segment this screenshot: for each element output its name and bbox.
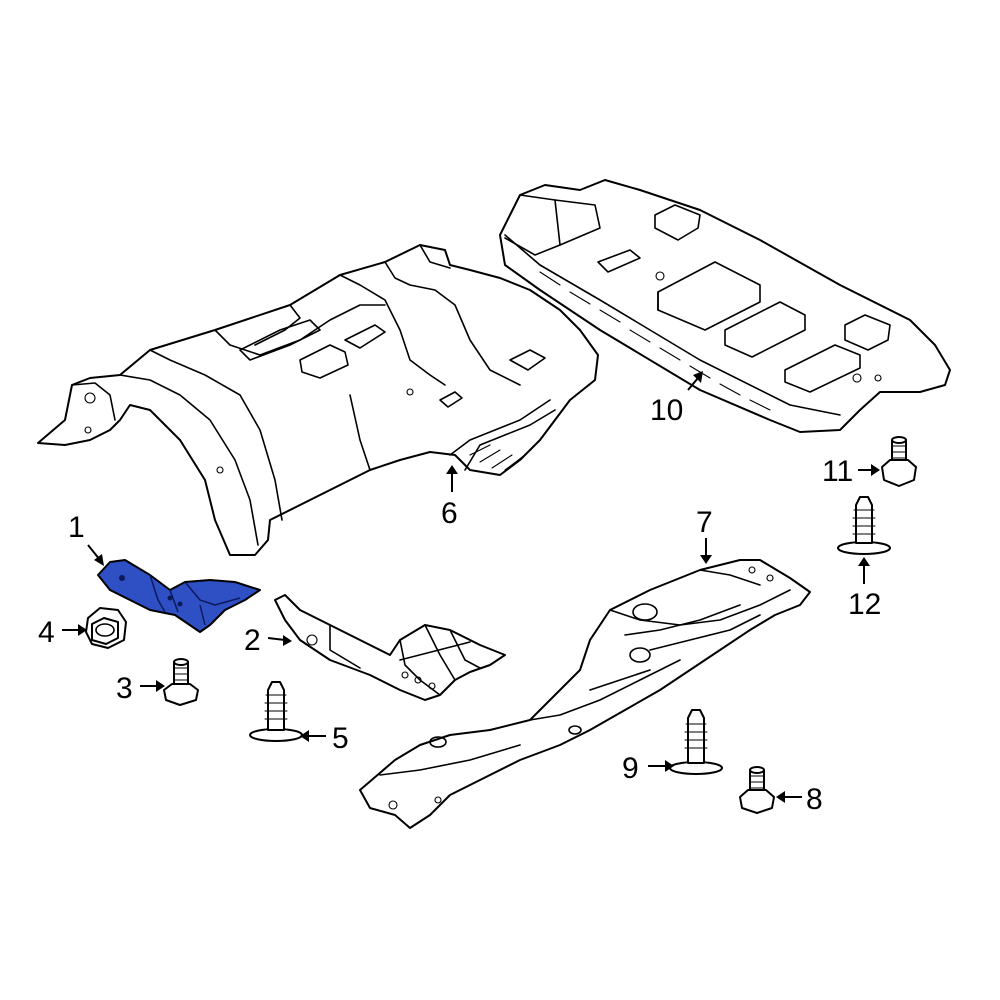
part-9-push-clip[interactable] [669,709,723,775]
callout-8: 8 [806,783,823,816]
callout-4: 4 [38,616,55,649]
part-2-shield-bracket[interactable] [274,594,506,701]
part-8-bolt[interactable] [739,766,775,814]
part-7-long-shield[interactable] [359,559,811,829]
part-10-skid-plate[interactable] [499,179,951,433]
callout-6: 6 [441,497,458,530]
part-6-heat-shield[interactable] [37,244,599,556]
part-3-bolt[interactable] [163,658,199,706]
callout-labels: 1 2 3 4 5 6 7 8 9 10 11 12 [38,394,881,816]
callout-12: 12 [848,588,881,621]
callout-9: 9 [622,752,639,785]
callout-10: 10 [650,394,683,427]
callout-11: 11 [822,455,853,488]
part-1-shield-highlighted[interactable] [97,559,261,633]
callout-arrows [62,371,880,803]
callout-2: 2 [244,624,261,657]
part-12-push-clip[interactable] [837,496,891,555]
callout-3: 3 [116,672,133,705]
part-4-hex-nut[interactable] [85,607,127,649]
callout-5: 5 [332,722,349,755]
part-11-bolt[interactable] [881,436,917,487]
callout-1: 1 [68,511,85,544]
callout-7: 7 [696,506,713,539]
part-5-push-clip[interactable] [249,681,303,742]
